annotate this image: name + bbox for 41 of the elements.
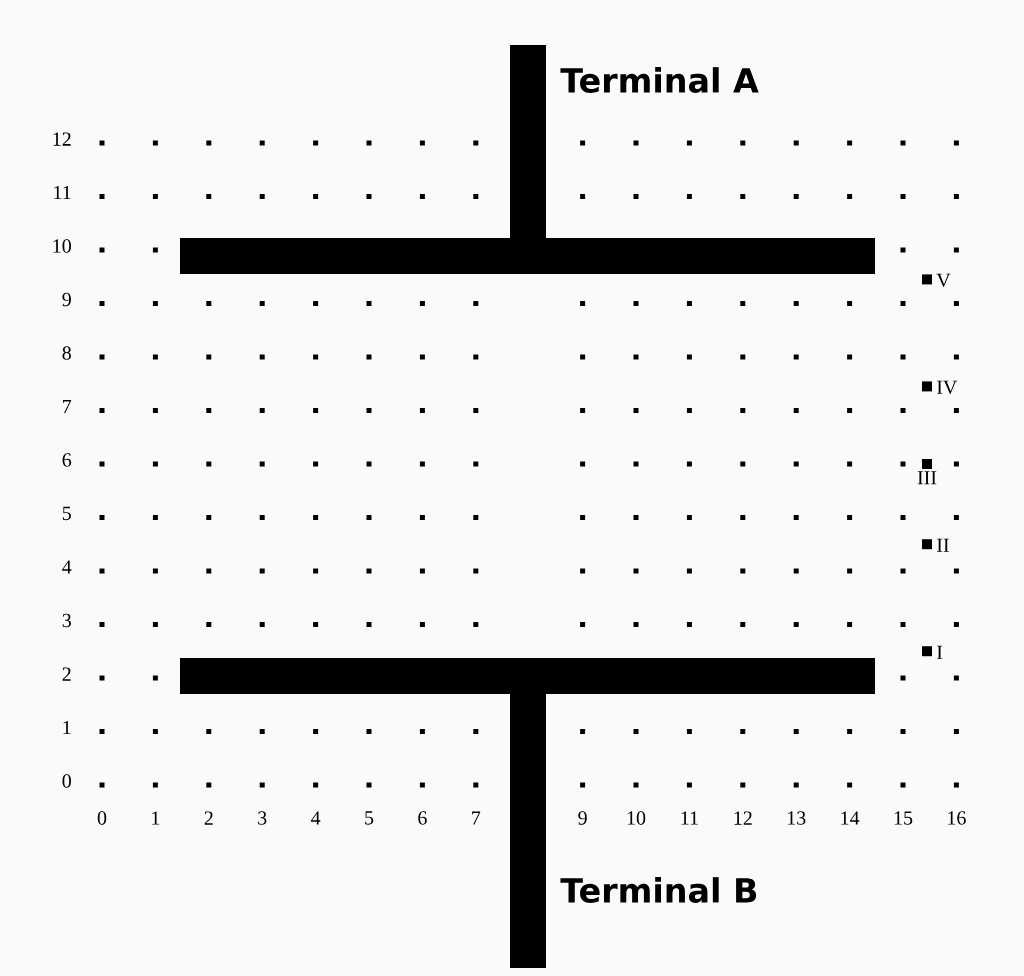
tick-label: 15: [894, 811, 913, 825]
tick-label: 0: [62, 774, 71, 788]
tick-label: 1: [63, 720, 71, 735]
tick-label: 12: [734, 811, 752, 825]
tick-label: 7: [63, 399, 72, 414]
point-marker: [922, 381, 932, 392]
tick-label: 6: [62, 453, 72, 467]
terminal-label: Terminal A: [560, 67, 759, 93]
tick-label: 13: [787, 811, 806, 825]
tick-label: 6: [418, 811, 427, 825]
tick-label: 11: [54, 185, 71, 200]
point-label: IV: [937, 380, 958, 395]
tick-label: 5: [62, 506, 71, 521]
tick-label: 4: [311, 811, 321, 825]
point-label: I: [937, 645, 943, 659]
tick-label: 16: [948, 811, 966, 825]
tick-label: 4: [62, 560, 72, 574]
point-marker: [922, 274, 932, 285]
tick-label: 1: [152, 811, 160, 825]
terminal-label: Terminal B: [560, 877, 757, 903]
tick-label: 2: [62, 667, 71, 681]
tick-label: 12: [53, 132, 71, 146]
point-label: III: [917, 471, 937, 485]
point-label: V: [936, 273, 951, 288]
point-marker: [922, 459, 932, 469]
tick-label: 10: [53, 239, 71, 253]
tick-label: 2: [204, 811, 213, 825]
tick-label: 10: [627, 811, 646, 825]
tick-label: 11: [681, 811, 698, 825]
tick-label: 9: [62, 292, 71, 307]
tick-label: 0: [97, 811, 107, 825]
tick-label: 3: [62, 613, 71, 628]
point-marker: [922, 539, 932, 550]
tick-label: 8: [62, 346, 71, 360]
point-marker: [922, 646, 932, 657]
tick-label: 3: [258, 811, 267, 825]
tick-label: 14: [841, 811, 860, 825]
tick-label: 7: [472, 811, 481, 825]
tick-label: 9: [578, 811, 587, 825]
tick-label: 5: [365, 811, 374, 825]
point-label: II: [937, 538, 949, 552]
